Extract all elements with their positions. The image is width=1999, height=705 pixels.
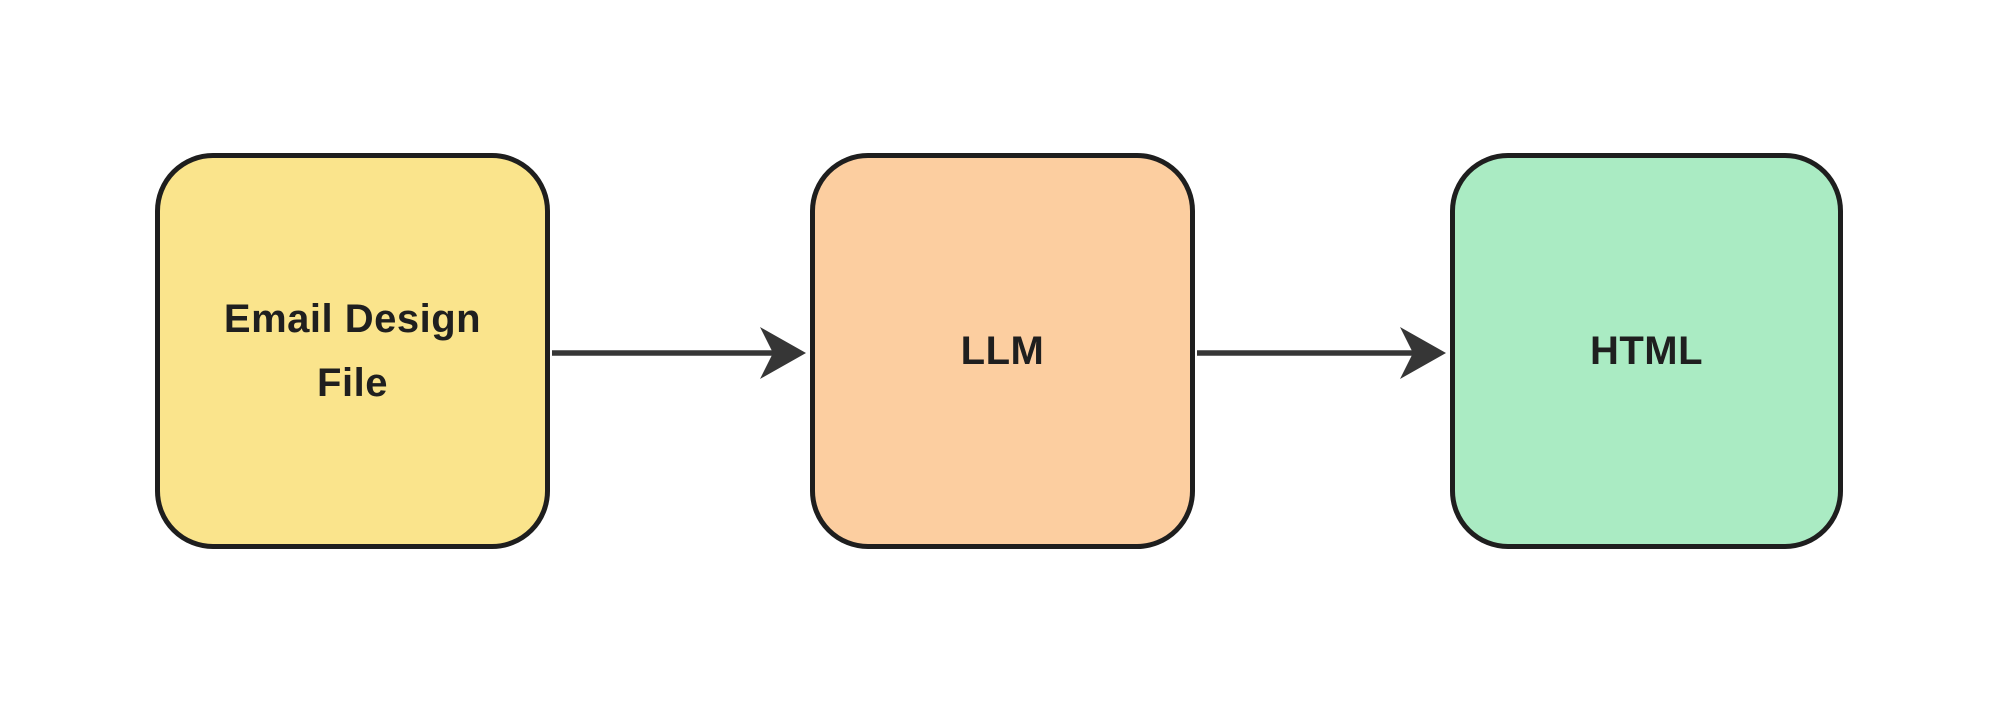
arrow-email-to-llm-icon xyxy=(552,327,806,379)
arrow-llm-to-html-icon xyxy=(1197,327,1446,379)
node-html: HTML xyxy=(1450,153,1843,549)
node-email-design-file: Email Design File xyxy=(155,153,550,549)
node-llm-label: LLM xyxy=(960,329,1045,373)
node-llm: LLM xyxy=(810,153,1195,549)
node-email-design-file-label: Email Design File xyxy=(223,297,482,405)
node-html-label: HTML xyxy=(1589,329,1704,373)
